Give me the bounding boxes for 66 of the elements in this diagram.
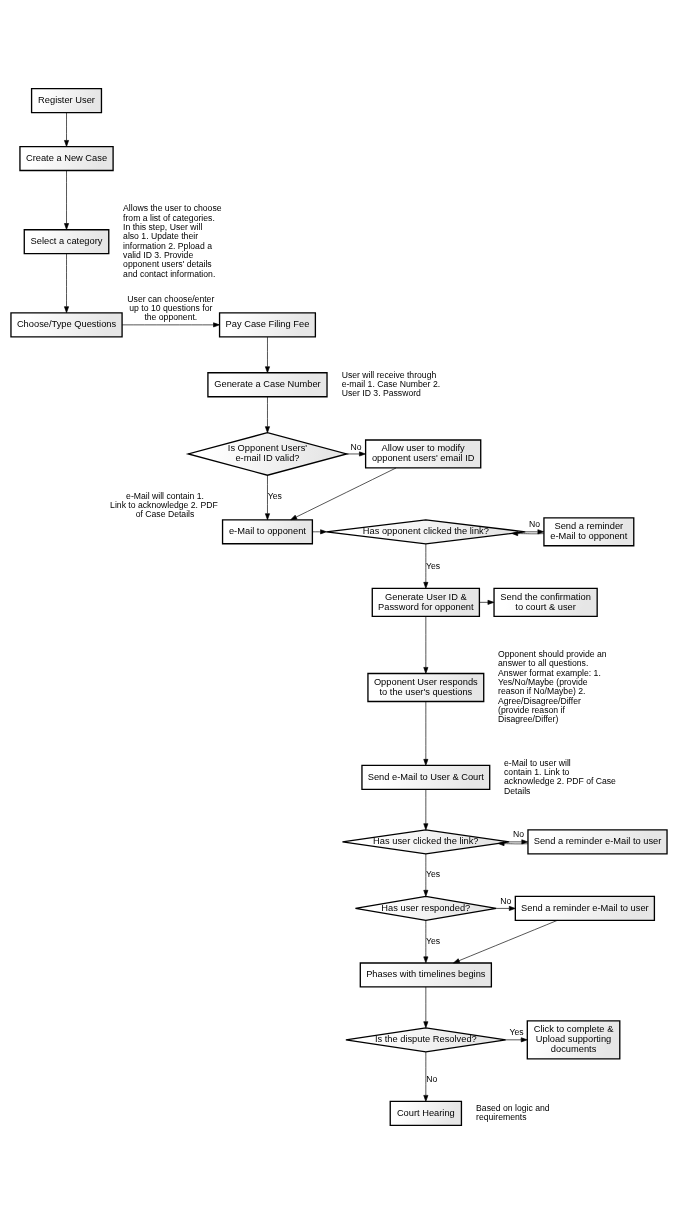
node-diamond: Has opponent clicked the link? bbox=[325, 518, 526, 544]
arrow bbox=[423, 919, 429, 963]
node-diamond: Has user clicked the link? bbox=[341, 828, 510, 855]
edge-label: No bbox=[426, 1073, 438, 1084]
node-diamond: Has user responded? bbox=[354, 895, 497, 921]
node-box: Generate User ID & Password for opponent bbox=[371, 587, 481, 617]
edge-label: User can choose/enter up to 10 questions for the opponent. bbox=[127, 293, 215, 322]
edge-label: Yes bbox=[426, 868, 441, 879]
arrow bbox=[265, 336, 270, 373]
node-label: User will receive through e-mail 1. Case Number 2. User ID 3. Password bbox=[341, 369, 441, 398]
node-box: Choose/Type Questions bbox=[10, 311, 123, 337]
node-box: Register User bbox=[30, 87, 103, 113]
node-label: Based on logic and requirements bbox=[476, 1102, 550, 1122]
arrow bbox=[423, 853, 429, 897]
arrow bbox=[290, 467, 397, 520]
edge-label: No bbox=[513, 828, 525, 839]
edge-label: Yes bbox=[426, 560, 441, 571]
node-box: Send e-Mail to User & Court bbox=[361, 764, 491, 790]
arrow bbox=[423, 700, 429, 766]
node-label: e-Mail to user will contain 1. Link to acknowledge 2. PDF of Case Details bbox=[504, 757, 616, 796]
arrow bbox=[453, 919, 558, 963]
node-box: e-Mail to opponent bbox=[221, 518, 314, 544]
node-box: Click to complete & Upload supporting documents bbox=[526, 1019, 621, 1059]
node-box: Allow user to modify opponent users' email ID bbox=[364, 438, 482, 469]
arrow bbox=[423, 986, 429, 1028]
edge-label: No bbox=[350, 441, 362, 452]
node-box: Phases with timelines begins bbox=[359, 961, 493, 988]
edge-label: No bbox=[529, 518, 541, 529]
arrow bbox=[508, 838, 529, 844]
arrow bbox=[423, 543, 429, 589]
arrow bbox=[121, 321, 220, 327]
arrow bbox=[495, 905, 516, 911]
arrow bbox=[64, 252, 69, 313]
node-box: Pay Case Filing Fee bbox=[218, 311, 317, 337]
node-box: Opponent User responds to the user's questions bbox=[367, 672, 485, 702]
node-diamond: Is Opponent Users' e-mail ID valid? bbox=[185, 431, 350, 476]
node-box: Generate a Case Number bbox=[207, 371, 328, 397]
arrow bbox=[479, 599, 495, 605]
node-box: Create a New Case bbox=[19, 145, 114, 171]
arrow bbox=[423, 615, 429, 674]
edge-label: Yes bbox=[267, 490, 282, 501]
node-box: Court Hearing bbox=[389, 1100, 463, 1126]
node-box: Send a reminder e-Mail to user bbox=[527, 828, 668, 855]
arrow bbox=[497, 840, 529, 846]
node-label: Opponent should provide an answer to all questions. Answer format example: 1. Yes/No/Maybe (provide reason if No/Maybe) 2. Agree/Disagree/Differ (provide reason if Disagree/Differ) bbox=[498, 648, 607, 724]
arrow bbox=[524, 528, 545, 534]
arrow bbox=[265, 396, 270, 433]
arrow bbox=[64, 111, 69, 147]
arrow bbox=[505, 1036, 528, 1042]
arrow bbox=[511, 530, 545, 536]
node-box: Send the confirmation to court & user bbox=[493, 587, 598, 617]
node-box: Select a category bbox=[23, 228, 110, 254]
node-box: Send a reminder e-Mail to opponent bbox=[543, 516, 635, 546]
node-diamond: Is the dispute Resolved? bbox=[345, 1026, 507, 1052]
arrow bbox=[346, 451, 366, 456]
edge-label: Yes bbox=[509, 1026, 524, 1037]
arrow bbox=[423, 788, 429, 830]
node-label: e-Mail will contain 1. Link to acknowledge 2. PDF of Case Details bbox=[110, 490, 218, 519]
edge-label: Yes bbox=[426, 935, 441, 946]
arrow bbox=[64, 169, 69, 230]
edge-label: No bbox=[500, 895, 512, 906]
node-label: Allows the user to choose from a list of categories. In this step, User will also 1. Update their information 2. Ppload a valid ID 3. Provide opponent users' details and contact information. bbox=[123, 202, 222, 279]
arrow bbox=[423, 1051, 429, 1102]
node-box: Send a reminder e-Mail to user bbox=[514, 895, 656, 921]
arrow bbox=[312, 528, 327, 534]
arrow bbox=[265, 474, 270, 520]
